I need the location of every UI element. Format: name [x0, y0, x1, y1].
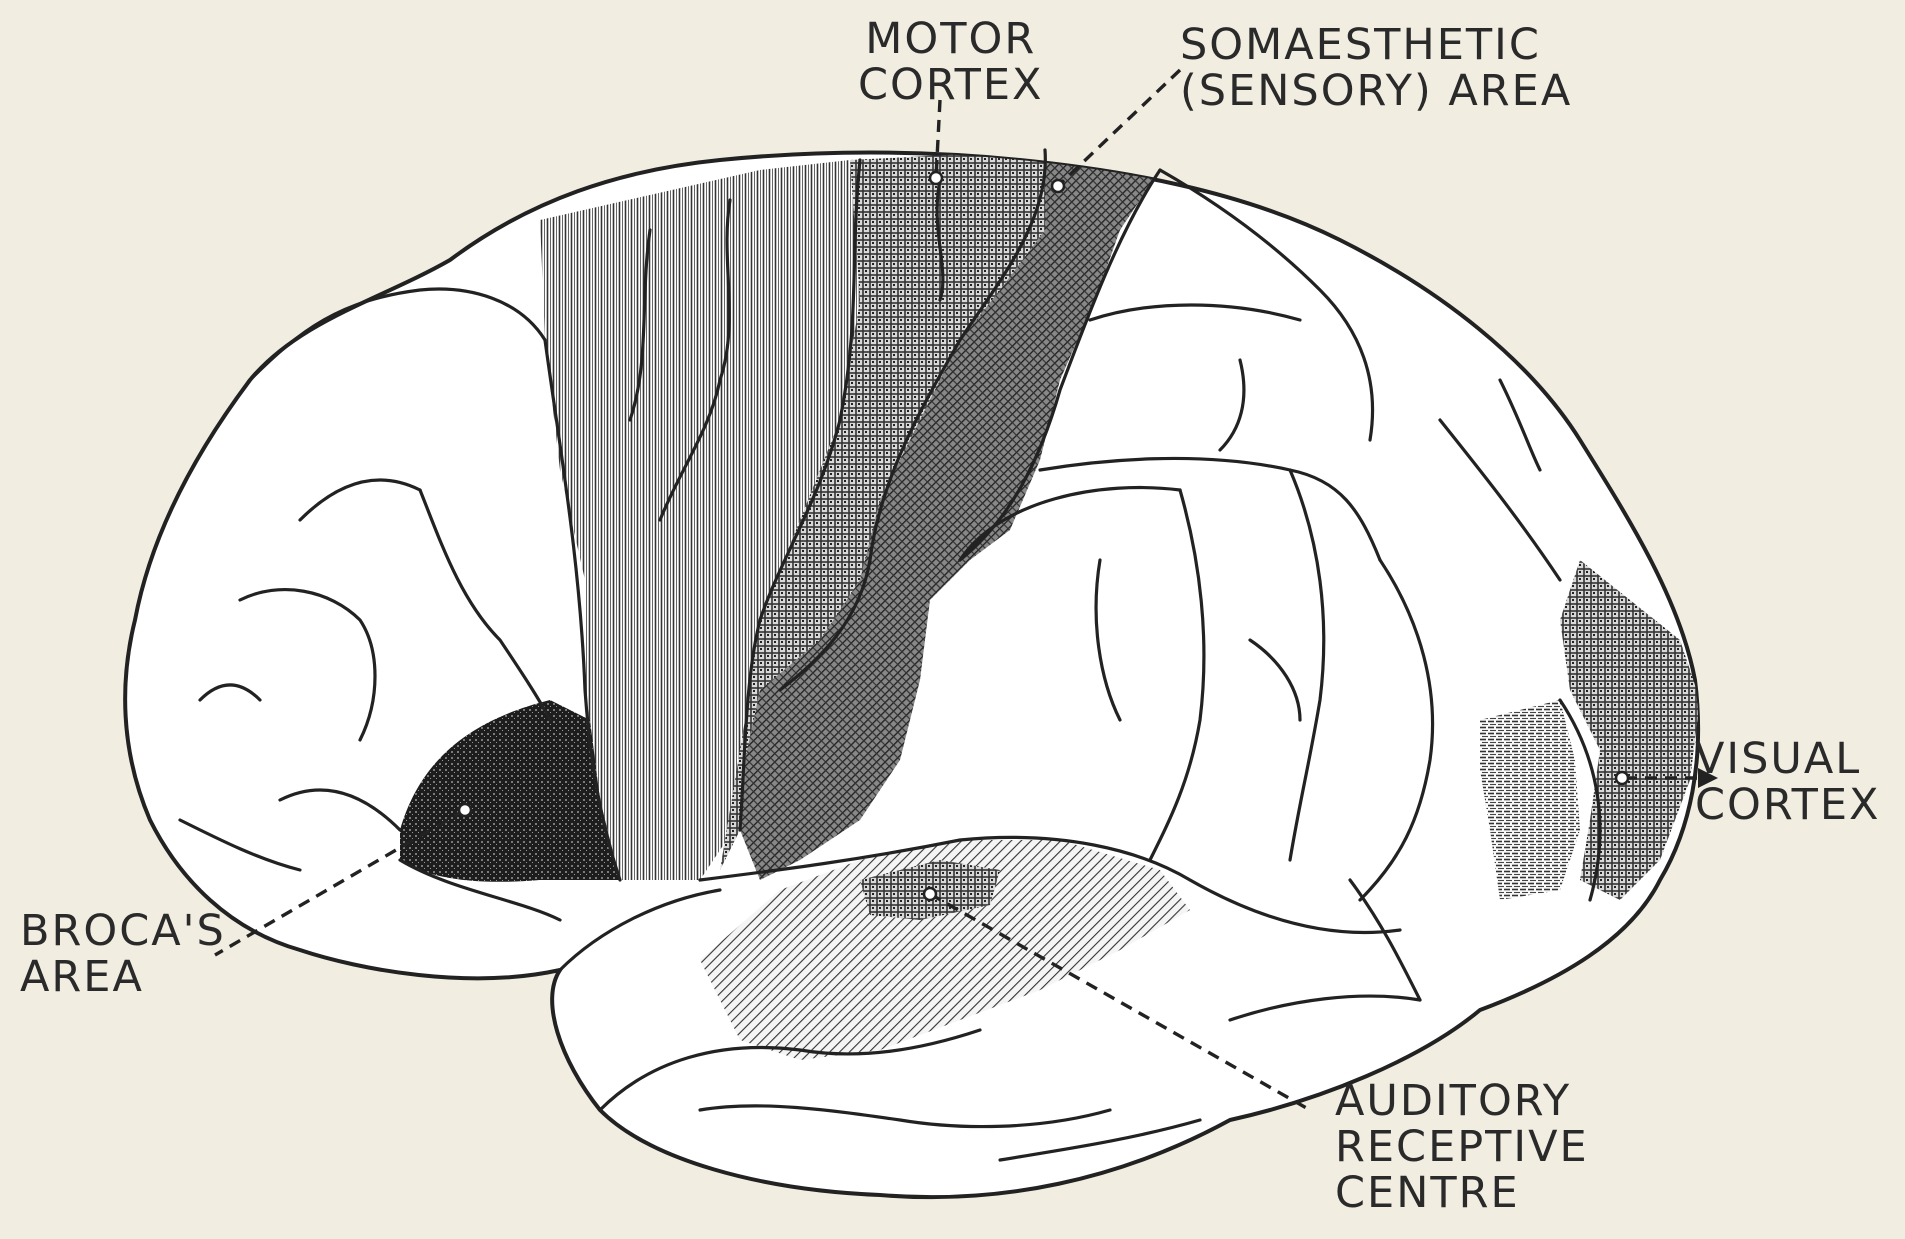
somaesthetic-dot [1052, 180, 1064, 192]
visual-dot [1616, 772, 1628, 784]
auditory-label-line-2: RECEPTIVE [1335, 1124, 1589, 1170]
broca-dot [459, 804, 471, 816]
auditory-receptive-centre-label: AUDITORY RECEPTIVE CENTRE [1335, 1078, 1589, 1216]
brocas-area-label: BROCA'S AREA [20, 908, 226, 1000]
broca-label-line-1: BROCA'S [20, 908, 226, 954]
somaesthetic-leader [1058, 70, 1180, 186]
motor-cortex-label-line-1: MOTOR [858, 16, 1044, 62]
somaesthetic-area-label: SOMAESTHETIC (SENSORY) AREA [1180, 22, 1572, 114]
auditory-label-line-3: CENTRE [1335, 1170, 1589, 1216]
auditory-dot [924, 888, 936, 900]
motor-dot [930, 172, 942, 184]
visual-label-line-2: CORTEX [1695, 782, 1881, 828]
visual-label-line-1: VISUAL [1695, 736, 1881, 782]
somaesthetic-label-line-2: (SENSORY) AREA [1180, 68, 1572, 114]
motor-cortex-label-line-2: CORTEX [858, 62, 1044, 108]
broca-label-line-2: AREA [20, 954, 226, 1000]
somaesthetic-label-line-1: SOMAESTHETIC [1180, 22, 1572, 68]
motor-cortex-label: MOTOR CORTEX [858, 16, 1044, 108]
visual-cortex-label: VISUAL CORTEX [1695, 736, 1881, 828]
auditory-label-line-1: AUDITORY [1335, 1078, 1589, 1124]
